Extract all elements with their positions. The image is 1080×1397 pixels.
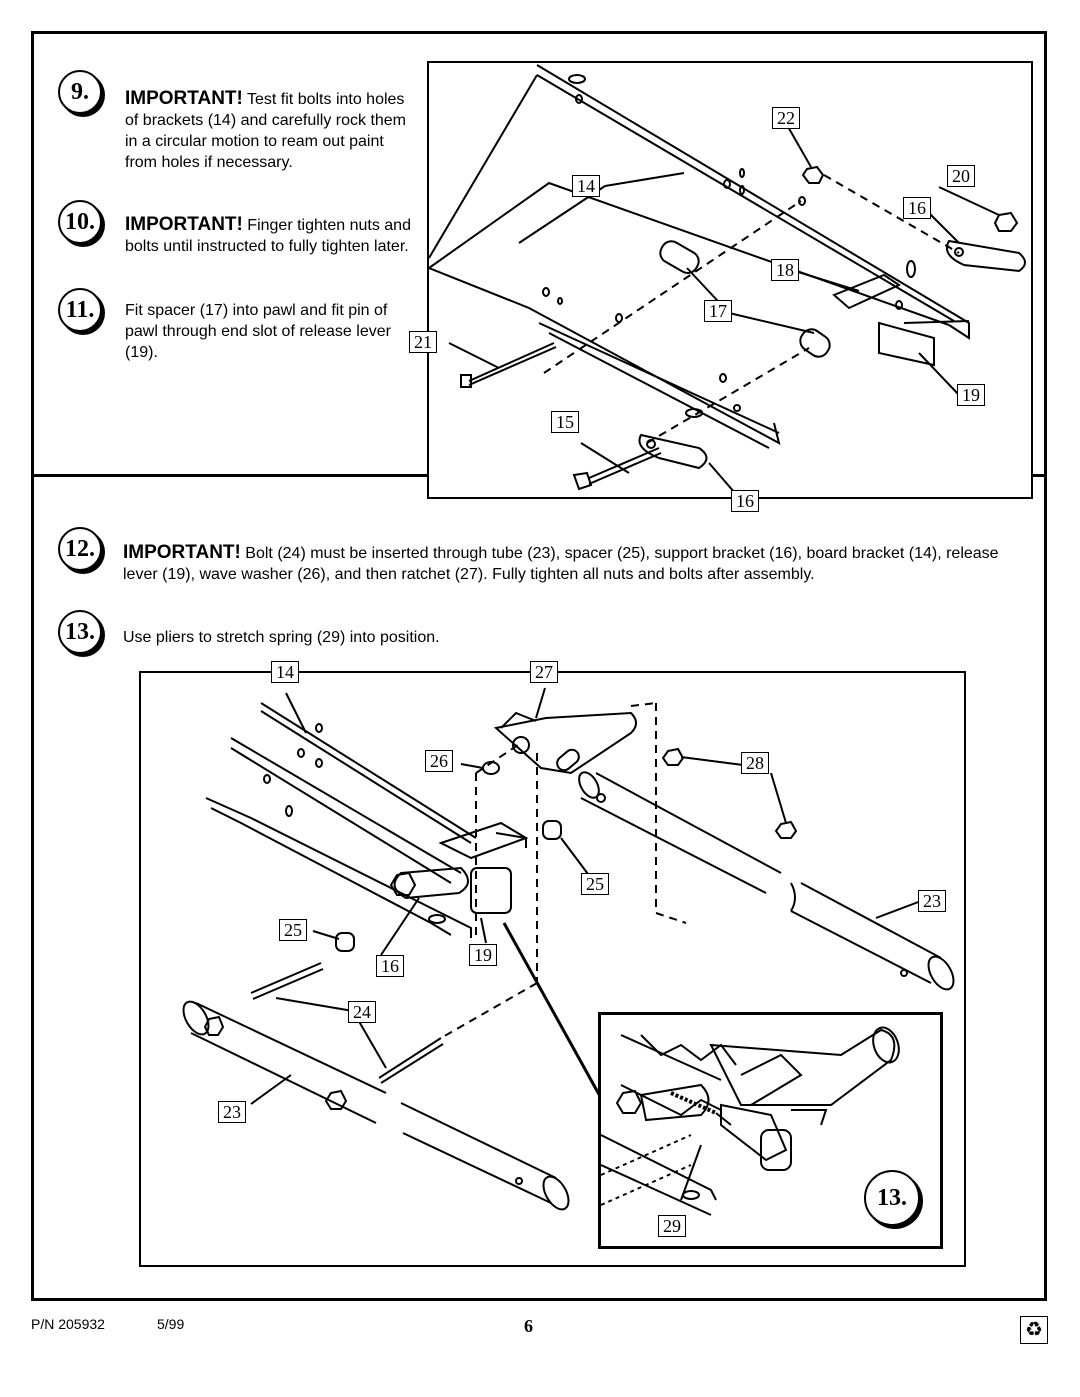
callout-25-lower: 25	[279, 919, 307, 941]
callout-16-top-upper: 16	[903, 197, 931, 219]
step-13-text: Use pliers to stretch spring (29) into p…	[123, 629, 440, 646]
callout-16-bottom: 16	[376, 955, 404, 977]
step-12-text: IMPORTANT! Bolt (24) must be inserted th…	[123, 542, 1003, 585]
step-10-text: IMPORTANT! Finger tighten nuts and bolts…	[125, 214, 415, 257]
step-12-lead: IMPORTANT!	[123, 542, 241, 563]
spring-detail-inset: 13.	[598, 1012, 943, 1249]
callout-27: 27	[530, 661, 558, 683]
callout-28: 28	[741, 752, 769, 774]
callout-14-top: 14	[572, 175, 600, 197]
part-number: P/N 205932	[31, 1316, 105, 1332]
print-date: 5/99	[157, 1316, 185, 1332]
step-9-body: Test fit bolts into holes of brackets (1…	[125, 91, 407, 171]
callout-29: 29	[658, 1215, 686, 1237]
callout-21: 21	[409, 331, 437, 353]
callout-20: 20	[947, 165, 975, 187]
step-11-number: 11.	[58, 288, 102, 332]
callout-26: 26	[425, 750, 453, 772]
step-10-lead: IMPORTANT!	[125, 214, 243, 235]
top-assembly-drawing	[429, 64, 1026, 501]
callout-19-top: 19	[957, 384, 985, 406]
spring-detail-drawing	[601, 1026, 900, 1216]
callout-17: 17	[704, 300, 732, 322]
callout-24: 24	[348, 1001, 376, 1023]
step-13-number: 13.	[58, 610, 102, 654]
callout-23-lower: 23	[218, 1101, 246, 1123]
top-assembly-figure	[427, 61, 1033, 501]
page-number: 6	[524, 1316, 533, 1336]
callout-15: 15	[551, 411, 579, 433]
callout-18: 18	[771, 259, 799, 281]
callout-23-upper: 23	[918, 890, 946, 912]
step-12-number: 12.	[58, 527, 102, 571]
page-frame	[31, 31, 1047, 1301]
step-9-number: 9.	[58, 70, 102, 114]
callout-22: 22	[772, 107, 800, 129]
step-10-body: Finger tighten nuts and bolts until inst…	[125, 217, 411, 255]
bottom-assembly-drawing	[182, 687, 955, 1211]
callout-14-bottom: 14	[271, 661, 299, 683]
step-9-lead: IMPORTANT!	[125, 88, 243, 109]
step-9-text: IMPORTANT! Test fit bolts into holes of …	[125, 88, 415, 173]
inset-step-13-label: 13.	[864, 1170, 920, 1226]
step-12-body: Bolt (24) must be inserted through tube …	[123, 545, 999, 583]
callout-19-bottom: 19	[469, 944, 497, 966]
callout-16-top-lower: 16	[731, 490, 759, 512]
callout-25-upper: 25	[581, 873, 609, 895]
step-10-number: 10.	[58, 200, 102, 244]
recycle-icon: ♻	[1020, 1316, 1048, 1344]
step-11-text: Fit spacer (17) into pawl and fit pin of…	[125, 302, 391, 361]
